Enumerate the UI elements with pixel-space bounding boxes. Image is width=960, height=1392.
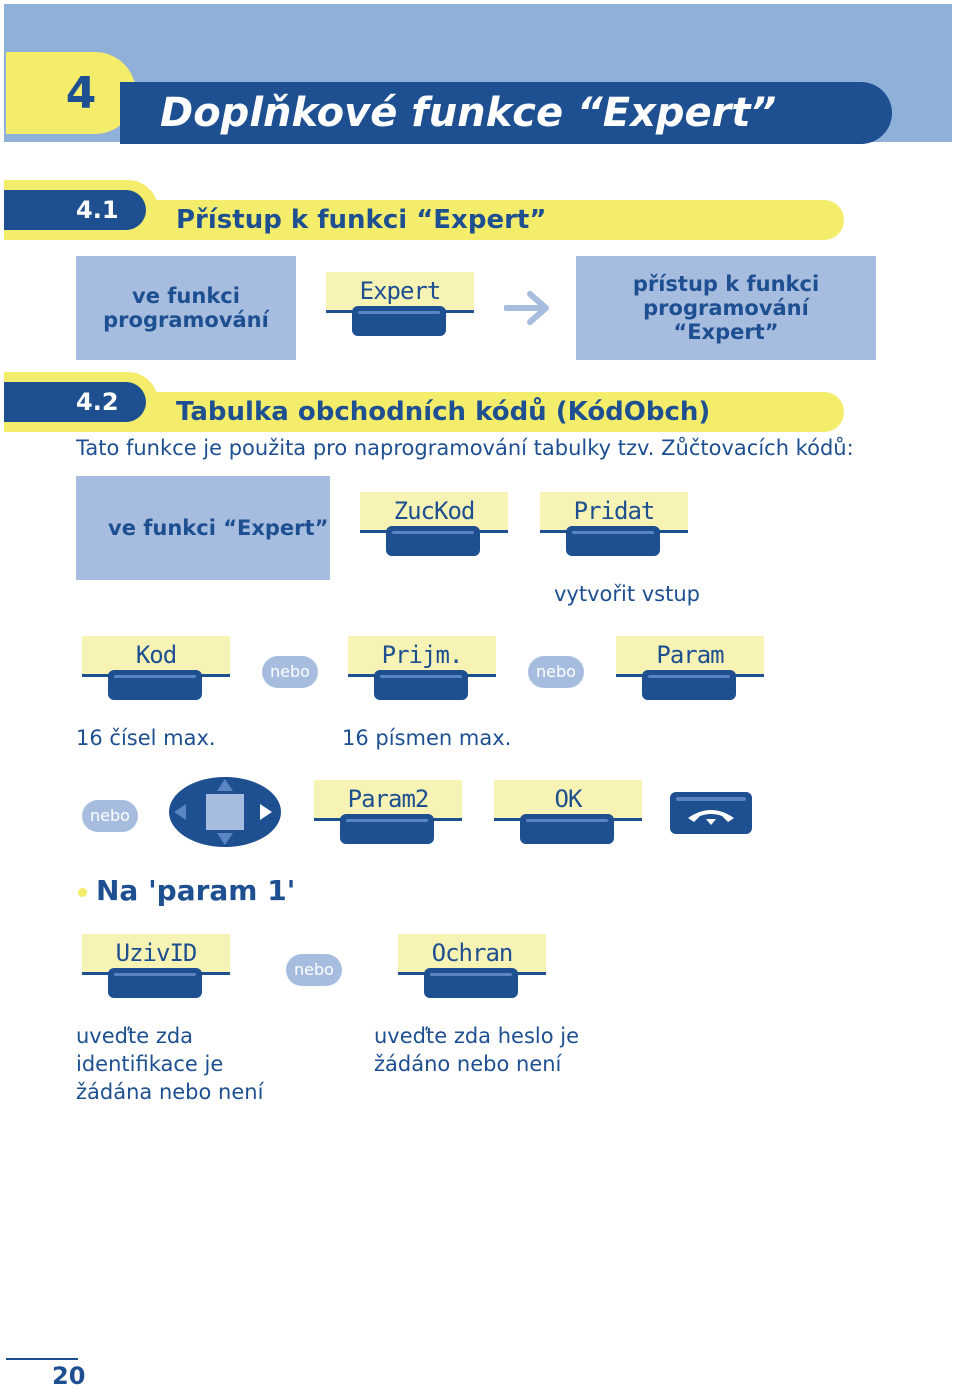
softkey-label: Pridat — [540, 492, 688, 530]
page-number: 20 — [52, 1362, 86, 1390]
note-max-letters: 16 písmen max. — [342, 726, 512, 750]
note-identification: uveďte zda identifikace je žádána nebo n… — [76, 1024, 264, 1104]
softkey-button[interactable] — [108, 968, 202, 998]
intro-text: Tato funkce je použita pro naprogramován… — [76, 436, 854, 460]
section-number: 4.2 — [76, 388, 119, 416]
note-create-entry: vytvořit vstup — [554, 582, 700, 606]
softkey-label: UzivID — [82, 934, 230, 972]
section-title: Tabulka obchodních kódů (KódObch) — [176, 397, 711, 427]
bullet-heading: Na 'param 1' — [96, 874, 296, 907]
softkey-ochran[interactable]: Ochran — [398, 934, 546, 1006]
softkey-label: Ochran — [398, 934, 546, 972]
softkey-zuckod[interactable]: ZucKod — [360, 492, 508, 564]
note-password: uveďte zda heslo je žádáno nebo není — [374, 1024, 579, 1076]
softkey-button[interactable] — [386, 526, 480, 556]
softkey-button[interactable] — [642, 670, 736, 700]
section-number-tab — [4, 382, 146, 422]
section-number-tab — [4, 190, 146, 230]
softkey-button[interactable] — [566, 526, 660, 556]
softkey-pridat[interactable]: Pridat — [540, 492, 688, 564]
hangup-icon[interactable] — [670, 792, 752, 834]
softkey-button[interactable] — [424, 968, 518, 998]
note-max-digits: 16 čísel max. — [76, 726, 216, 750]
info-box-context: ve funkci programování — [76, 256, 296, 360]
footer-rule — [6, 1358, 78, 1360]
chapter-number: 4 — [65, 68, 97, 119]
softkey-label: ZucKod — [360, 492, 508, 530]
softkey-kod[interactable]: Kod — [82, 636, 230, 708]
info-box-context: ve funkci “Expert” — [76, 476, 330, 580]
softkey-param2[interactable]: Param2 — [314, 780, 462, 852]
softkey-label: Param2 — [314, 780, 462, 818]
softkey-label: Kod — [82, 636, 230, 674]
softkey-param[interactable]: Param — [616, 636, 764, 708]
or-badge: nebo — [82, 800, 138, 832]
softkey-button[interactable] — [352, 306, 446, 336]
softkey-label: Prijm. — [348, 636, 496, 674]
softkey-label: OK — [494, 780, 642, 818]
chapter-number-tab — [6, 52, 136, 134]
section-title: Přístup k funkci “Expert” — [176, 205, 547, 235]
softkey-label: Param — [616, 636, 764, 674]
softkey-prijm[interactable]: Prijm. — [348, 636, 496, 708]
arrow-right-icon — [503, 288, 552, 328]
softkey-button[interactable] — [340, 814, 434, 844]
chapter-title-bar — [120, 82, 892, 144]
chapter-title: Doplňkové funkce “Expert” — [160, 90, 777, 136]
softkey-button[interactable] — [374, 670, 468, 700]
bullet-dot — [78, 888, 87, 897]
navigator-icon[interactable] — [168, 776, 282, 848]
or-badge: nebo — [262, 656, 318, 688]
softkey-uzivid[interactable]: UzivID — [82, 934, 230, 1006]
softkey-expert[interactable]: Expert — [326, 272, 474, 344]
section-number: 4.1 — [76, 196, 119, 224]
softkey-button[interactable] — [108, 670, 202, 700]
softkey-ok[interactable]: OK — [494, 780, 642, 852]
info-box-result: přístup k funkci programování “Expert” — [576, 256, 876, 360]
softkey-button[interactable] — [520, 814, 614, 844]
or-badge: nebo — [286, 954, 342, 986]
or-badge: nebo — [528, 656, 584, 688]
softkey-label: Expert — [326, 272, 474, 310]
